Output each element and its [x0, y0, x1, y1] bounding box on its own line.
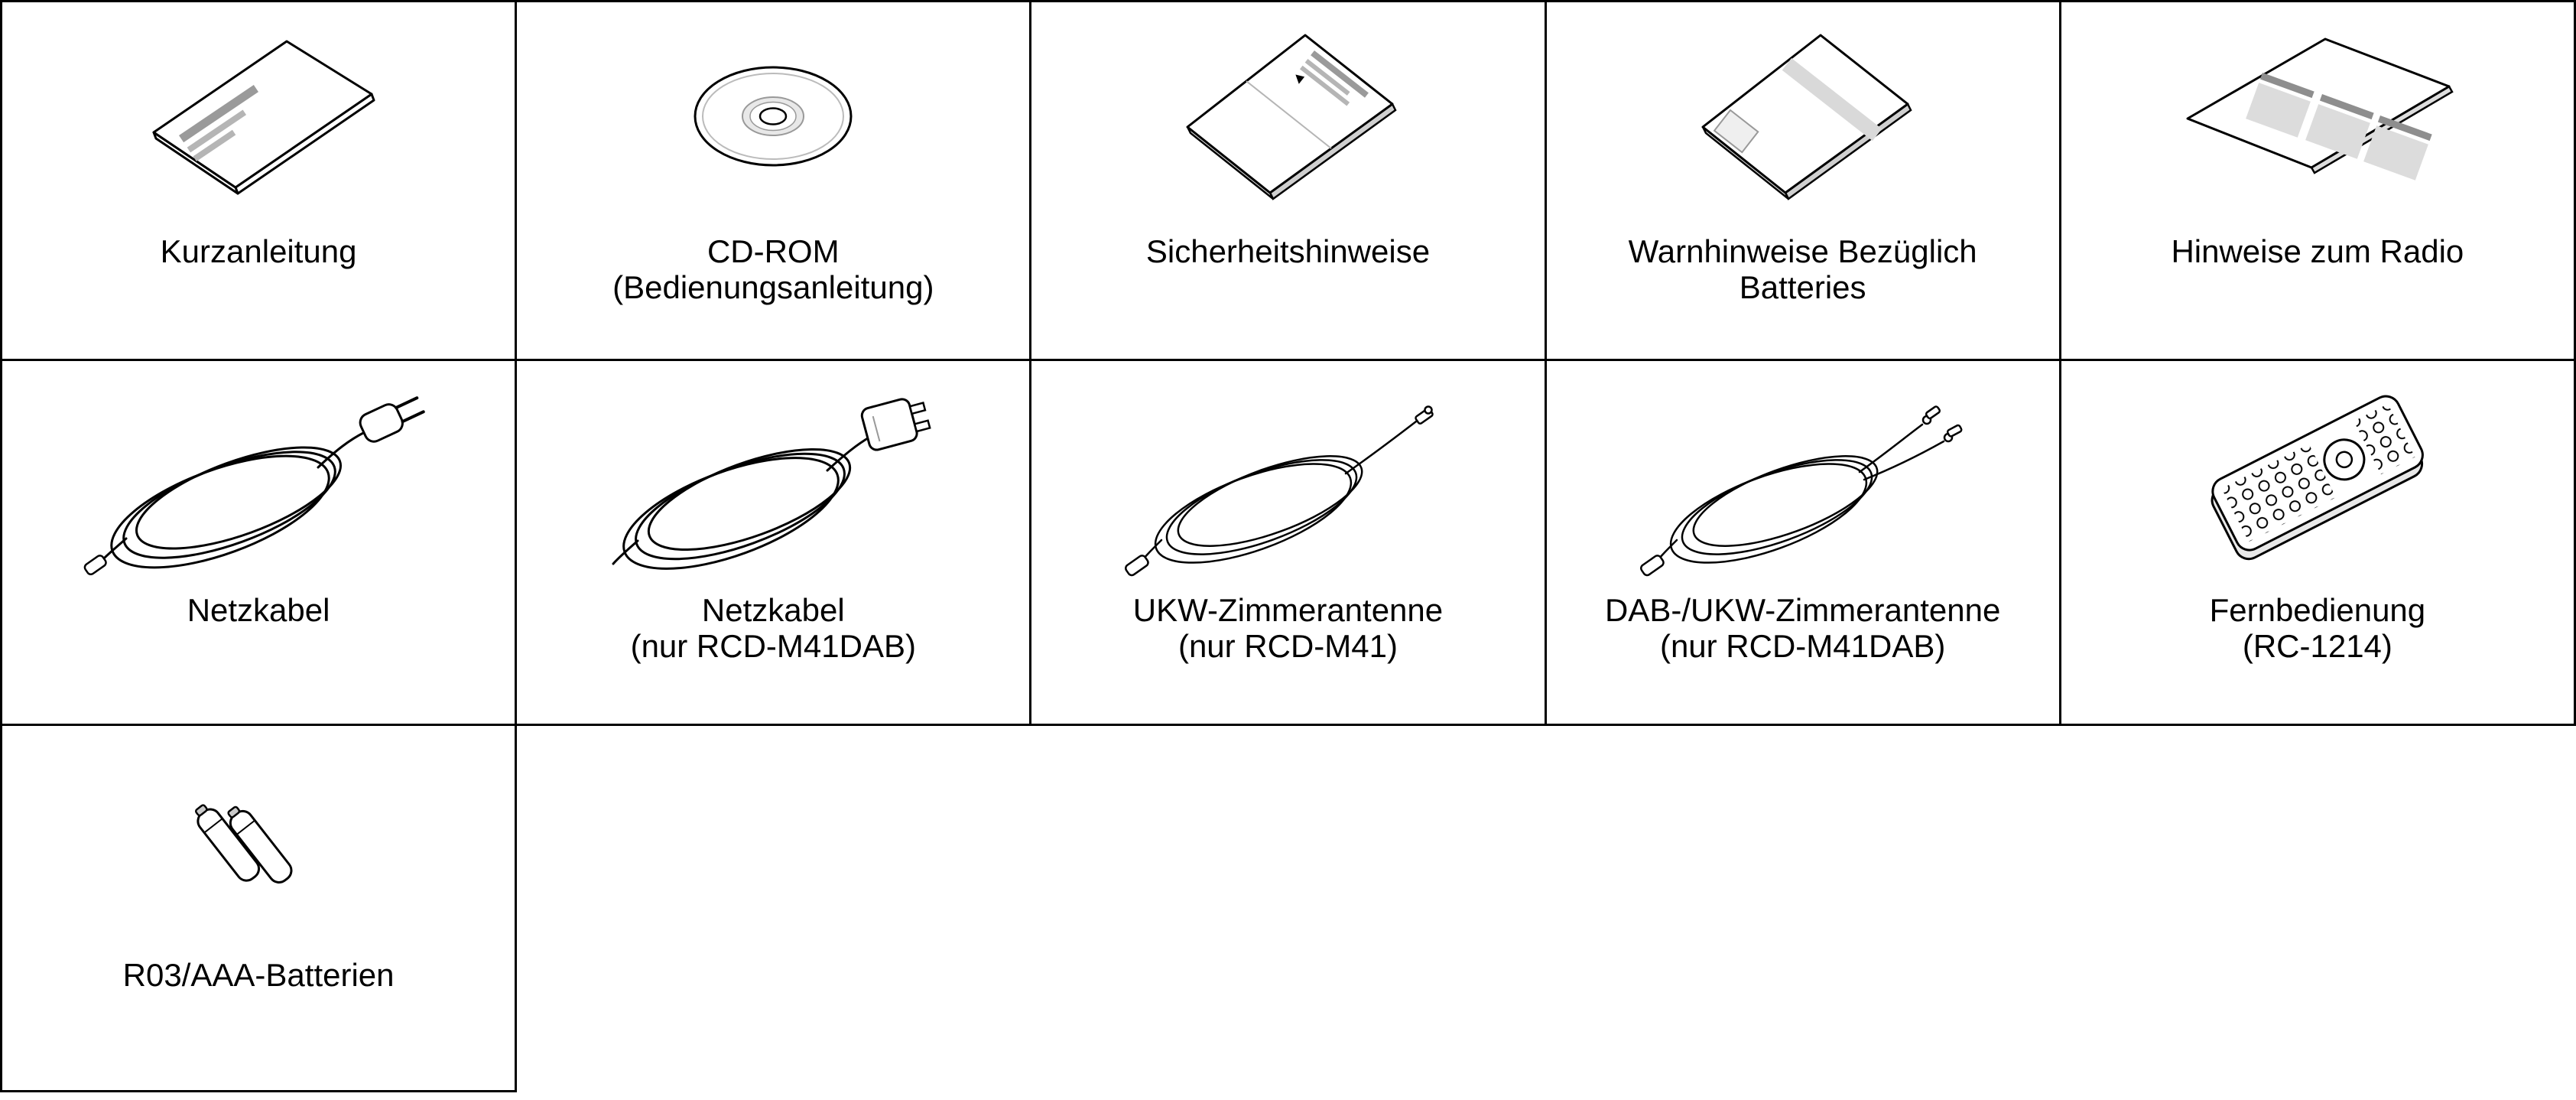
- accessory-label-line: Sicherheitshinweise: [1145, 233, 1431, 269]
- quick-start-booklet-icon: [152, 40, 375, 195]
- accessory-label-line: Fernbedienung: [2209, 592, 2426, 628]
- accessory-cell-netzkabel: Netzkabel: [0, 359, 518, 726]
- cell-content: Netzkabel (nur RCD-M41DAB): [517, 361, 1029, 724]
- accessory-label: Netzkabel (nur RCD-M41DAB): [623, 592, 924, 664]
- accessory-label-line: R03/AAA-Batterien: [122, 957, 395, 993]
- cell-content: DAB-/UKW-Zimmerantenne (nur RCD-M41DAB): [1547, 361, 2059, 724]
- accessory-cell-hinweise-zum-radio: Hinweise zum Radio: [2058, 0, 2576, 361]
- illustration: [2, 726, 515, 954]
- accessory-label-line: Netzkabel: [187, 592, 330, 628]
- battery-warning-pamphlet-icon: [1701, 34, 1912, 200]
- accessory-label-line: Hinweise zum Radio: [2171, 233, 2464, 269]
- dab-fm-indoor-antenna-icon: [1639, 405, 1963, 576]
- cell-content: R03/AAA-Batterien: [2, 726, 515, 1090]
- illustration: [1031, 2, 1544, 230]
- cell-content: Sicherheitshinweise: [1031, 2, 1544, 359]
- accessory-label: R03/AAA-Batterien: [115, 957, 402, 993]
- accessory-label-line: UKW-Zimmerantenne: [1132, 592, 1444, 628]
- radio-notes-sheet-icon: [2186, 37, 2454, 181]
- accessory-label: Sicherheitshinweise: [1139, 233, 1437, 269]
- accessory-label: Hinweise zum Radio: [2163, 233, 2471, 269]
- illustration: [1031, 361, 1544, 589]
- illustration: [517, 361, 1029, 589]
- accessory-cell-dab-ukw-antenne: DAB-/UKW-Zimmerantenne (nur RCD-M41DAB): [1544, 359, 2061, 726]
- cell-content: Warnhinweise Bezüglich Batteries: [1547, 2, 2059, 359]
- accessory-label-line: (nur RCD-M41): [1178, 628, 1398, 665]
- accessory-cell-cd-rom: CD-ROM (Bedienungsanleitung): [515, 0, 1032, 361]
- cell-content: UKW-Zimmerantenne (nur RCD-M41): [1031, 361, 1544, 724]
- accessory-label-line: Kurzanleitung: [160, 233, 357, 269]
- accessory-label: Warnhinweise Bezüglich Batteries: [1621, 233, 1985, 305]
- cell-content: CD-ROM (Bedienungsanleitung): [517, 2, 1029, 359]
- accessory-label-line: Warnhinweise Bezüglich: [1628, 233, 1977, 269]
- accessory-label: Fernbedienung (RC-1214): [2202, 592, 2434, 664]
- accessories-row-3: R03/AAA-Batterien: [0, 724, 2575, 1092]
- accessory-label-line: Batteries: [1739, 269, 1866, 306]
- accessory-cell-kurzanleitung: Kurzanleitung: [0, 0, 518, 361]
- accessory-label-line: CD-ROM: [707, 233, 840, 269]
- empty-area: [516, 725, 2575, 1092]
- accessories-row-2: Netzkabel: [0, 359, 2576, 726]
- accessory-label: Netzkabel: [180, 592, 338, 628]
- illustration: [2061, 2, 2574, 230]
- accessory-label: DAB-/UKW-Zimmerantenne (nur RCD-M41DAB): [1597, 592, 2008, 664]
- remote-control-icon: [2211, 395, 2425, 560]
- illustration: [2061, 361, 2574, 589]
- cell-content: Hinweise zum Radio: [2061, 2, 2574, 359]
- illustration: [1547, 2, 2059, 230]
- accessory-label: UKW-Zimmerantenne (nur RCD-M41): [1126, 592, 1450, 664]
- accessory-cell-batterien: R03/AAA-Batterien: [0, 724, 518, 1092]
- cell-content: Kurzanleitung: [2, 2, 515, 359]
- power-cord-uk-plug-icon: [612, 397, 931, 570]
- accessory-label-line: Netzkabel: [701, 592, 845, 628]
- illustration: [2, 361, 515, 589]
- accessory-label: Kurzanleitung: [153, 233, 365, 269]
- illustration: [517, 2, 1029, 230]
- accessory-cell-warnhinweise-batterien: Warnhinweise Bezüglich Batteries: [1544, 0, 2061, 361]
- accessory-label-line: (Bedienungsanleitung): [612, 269, 934, 306]
- accessory-cell-ukw-antenne: UKW-Zimmerantenne (nur RCD-M41): [1029, 359, 1547, 726]
- power-cord-icon: [83, 395, 425, 575]
- safety-instructions-pamphlet-icon: [1186, 34, 1398, 200]
- accessory-cell-netzkabel-uk: Netzkabel (nur RCD-M41DAB): [515, 359, 1032, 726]
- accessory-label-line: (nur RCD-M41DAB): [1659, 628, 1946, 665]
- accessory-label-line: (nur RCD-M41DAB): [630, 628, 916, 665]
- accessory-cell-sicherheitshinweise: Sicherheitshinweise: [1029, 0, 1547, 361]
- accessory-label-line: DAB-/UKW-Zimmerantenne: [1604, 592, 2001, 628]
- fm-indoor-antenna-icon: [1125, 405, 1434, 576]
- cd-rom-disc-icon: [694, 66, 853, 167]
- illustration: [2, 2, 515, 230]
- accessories-row-1: Kurzanleitung CD-ROM: [0, 0, 2576, 361]
- accessory-cell-fernbedienung: Fernbedienung (RC-1214): [2058, 359, 2576, 726]
- illustration: [1547, 361, 2059, 589]
- accessory-label: CD-ROM (Bedienungsanleitung): [605, 233, 941, 305]
- cell-content: Fernbedienung (RC-1214): [2061, 361, 2574, 724]
- aaa-batteries-icon: [195, 804, 293, 884]
- cell-content: Netzkabel: [2, 361, 515, 724]
- accessory-label-line: (RC-1214): [2242, 628, 2392, 665]
